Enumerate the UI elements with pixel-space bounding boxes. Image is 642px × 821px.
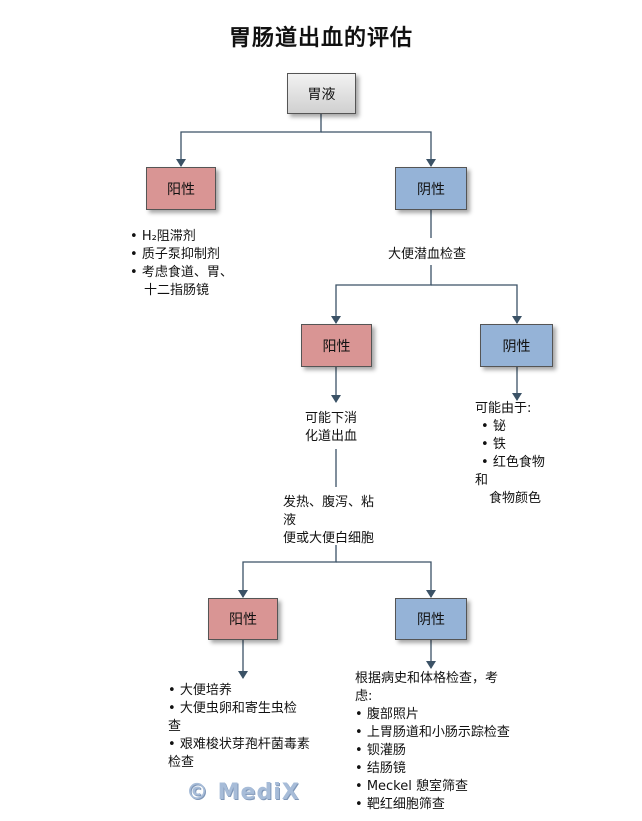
connector-test-positive (331, 265, 432, 324)
level1-negative-label: 阴性 (417, 181, 445, 198)
list-item: H₂阻滞剂 (130, 228, 233, 246)
level3-negative-label: 阴性 (417, 612, 445, 628)
level3-positive-box: 阳性 (208, 598, 278, 640)
list-item: 质子泵抑制剂 (130, 246, 233, 264)
list-item: 钡灌肠 (355, 742, 510, 760)
list-item: 结肠镜 (355, 760, 510, 778)
watermark-logo: © MediX (186, 780, 300, 805)
note-line: 可能下消 (305, 411, 358, 426)
connector-root-negative (321, 131, 436, 167)
connector-next-negative (336, 561, 436, 598)
list-item: 艰难梭状芽孢杆菌毒素 (168, 736, 310, 754)
level3-negative-list: 根据病史和体格检查，考 虑: 腹部照片 上胃肠道和小肠示踪检查 钡灌肠 结肠镜 … (355, 670, 510, 814)
level1-positive-list: H₂阻滞剂 质子泵抑制剂 考虑食道、胃、 十二指肠镜 (130, 228, 233, 300)
level3-positive-list: 大便培养 大便虫卵和寄生虫检 查 艰难梭状芽孢杆菌毒素 检查 (168, 682, 310, 772)
list-intro: 根据病史和体格检查，考 (355, 671, 499, 686)
page-title: 胃肠道出血的评估 (228, 26, 413, 51)
list-tail: 和 (475, 473, 489, 488)
level2-negative-label: 阴性 (502, 338, 531, 355)
level1-positive-box: 阳性 (146, 167, 216, 210)
list-item: 红色食物 (475, 454, 545, 472)
level2-negative-box: 阴性 (480, 324, 553, 367)
root-box: 胃液 (287, 73, 356, 114)
list-item-continuation: 十二指肠镜 (144, 283, 210, 298)
list-item: 大便虫卵和寄生虫检 (168, 700, 310, 718)
root-label: 胃液 (307, 86, 336, 103)
list-item: 大便培养 (168, 682, 310, 700)
next-line: 发热、腹泻、粘 (283, 495, 375, 510)
note-line: 化道出血 (305, 429, 358, 444)
list-item-continuation: 查 (168, 719, 182, 734)
list-item: 腹部照片 (355, 706, 510, 724)
list-intro: 可能由于: (475, 401, 532, 416)
connector-test-negative (431, 284, 522, 324)
level1-negative-box: 阴性 (395, 167, 467, 210)
list-item: 铁 (475, 436, 545, 454)
level3-negative-box: 阴性 (395, 598, 467, 640)
list-item: 铋 (475, 418, 545, 436)
level2-positive-note: 可能下消 化道出血 (305, 410, 357, 446)
next-line: 液 (283, 513, 297, 528)
connector-next-positive (238, 545, 337, 598)
list-item-continuation: 检查 (168, 755, 195, 770)
level1-positive-label: 阳性 (167, 181, 195, 198)
list-intro: 虑: (355, 689, 373, 704)
level1-negative-next: 大便潜血检查 (388, 247, 467, 262)
list-tail: 食物颜色 (489, 491, 542, 506)
next-line: 便或大便白细胞 (283, 531, 375, 546)
list-item: 靶红细胞筛查 (355, 796, 510, 814)
level2-positive-next: 发热、腹泻、粘 液 便或大便白细胞 (283, 494, 374, 548)
list-item: 考虑食道、胃、 (130, 264, 233, 282)
connector-root-positive (176, 114, 322, 167)
list-item: Meckel 憩室筛查 (355, 778, 510, 796)
level2-positive-label: 阳性 (322, 338, 351, 355)
level2-negative-list: 可能由于: 铋 铁 红色食物 和 食物颜色 (475, 400, 545, 508)
list-item: 上胃肠道和小肠示踪检查 (355, 724, 510, 742)
level3-positive-label: 阳性 (229, 612, 257, 628)
level2-positive-box: 阳性 (301, 324, 372, 367)
